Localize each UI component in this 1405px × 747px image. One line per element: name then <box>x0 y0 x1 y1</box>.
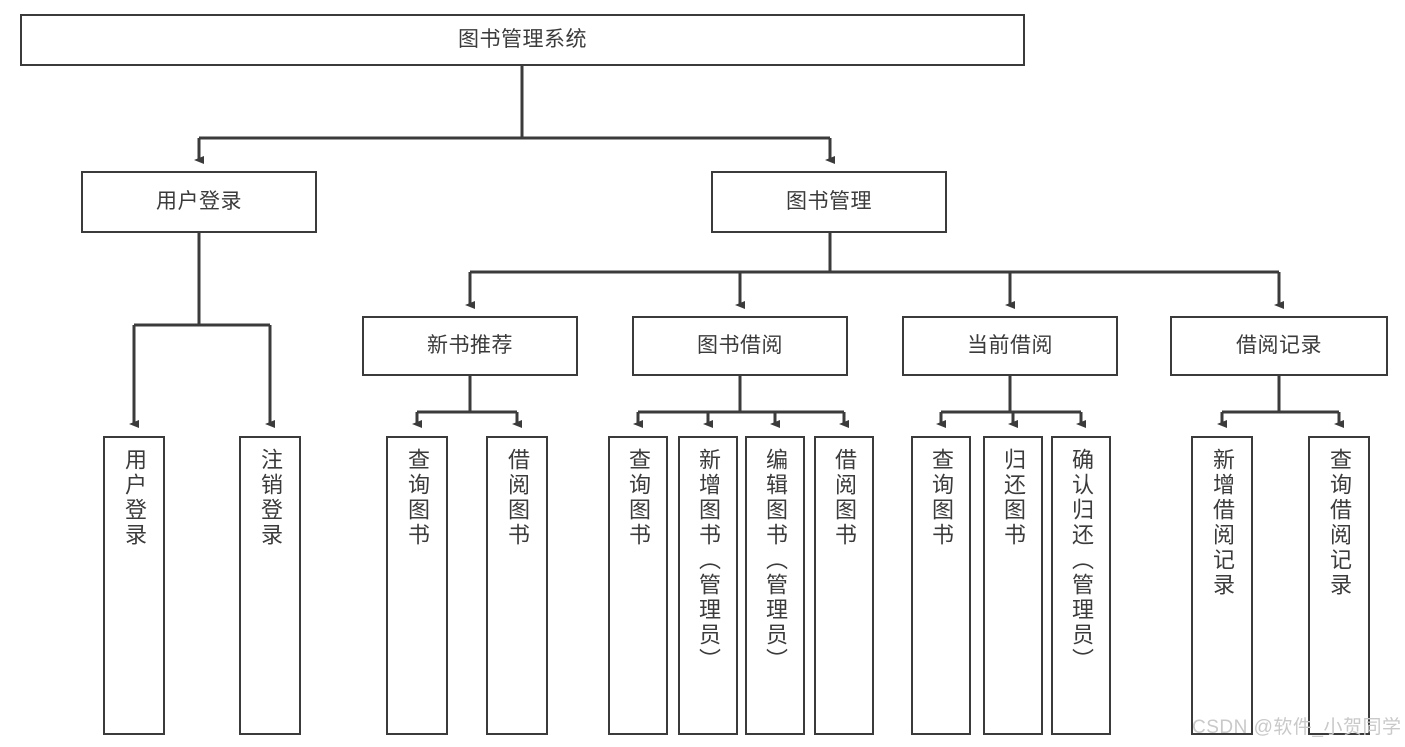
node-borrow-record[interactable]: 借阅记录 <box>1170 316 1388 376</box>
node-user-login-label: 用户登录 <box>156 189 242 213</box>
node-leaf-query-book-2-label: 查询图书 <box>626 448 651 548</box>
node-book-borrow[interactable]: 图书借阅 <box>632 316 848 376</box>
node-leaf-add-record-label: 新增借阅记录 <box>1210 448 1235 598</box>
node-current-borrow-label: 当前借阅 <box>967 333 1053 357</box>
node-user-login[interactable]: 用户登录 <box>81 171 317 233</box>
node-leaf-user-login-label: 用户登录 <box>122 448 147 548</box>
node-leaf-borrow-book-2[interactable]: 借阅图书 <box>814 436 874 735</box>
node-leaf-add-book-label: 新增图书（管理员） <box>696 448 721 673</box>
node-leaf-borrow-book-2-label: 借阅图书 <box>832 448 857 548</box>
node-leaf-confirm-return-label: 确认归还（管理员） <box>1069 448 1094 673</box>
node-leaf-logout[interactable]: 注销登录 <box>239 436 301 735</box>
node-book-manage-label: 图书管理 <box>786 189 872 213</box>
node-root-label: 图书管理系统 <box>458 27 587 51</box>
node-leaf-add-record[interactable]: 新增借阅记录 <box>1191 436 1253 735</box>
node-leaf-borrow-book-1[interactable]: 借阅图书 <box>486 436 548 735</box>
node-new-book-recommend-label: 新书推荐 <box>427 333 513 357</box>
node-book-borrow-label: 图书借阅 <box>697 333 783 357</box>
node-root[interactable]: 图书管理系统 <box>20 14 1025 66</box>
node-leaf-return-book[interactable]: 归还图书 <box>983 436 1043 735</box>
node-leaf-logout-label: 注销登录 <box>258 448 283 548</box>
node-leaf-query-book-1-label: 查询图书 <box>405 448 430 548</box>
node-leaf-query-record-label: 查询借阅记录 <box>1327 448 1352 598</box>
node-leaf-edit-book-label: 编辑图书（管理员） <box>763 448 788 673</box>
csdn-watermark: CSDN @软件_小贺同学 <box>1192 717 1402 738</box>
node-leaf-add-book[interactable]: 新增图书（管理员） <box>678 436 738 735</box>
node-leaf-query-record[interactable]: 查询借阅记录 <box>1308 436 1370 735</box>
node-new-book-recommend[interactable]: 新书推荐 <box>362 316 578 376</box>
node-leaf-query-book-1[interactable]: 查询图书 <box>386 436 448 735</box>
node-leaf-edit-book[interactable]: 编辑图书（管理员） <box>745 436 805 735</box>
node-leaf-confirm-return[interactable]: 确认归还（管理员） <box>1051 436 1111 735</box>
node-book-manage[interactable]: 图书管理 <box>711 171 947 233</box>
node-borrow-record-label: 借阅记录 <box>1236 333 1322 357</box>
node-leaf-query-book-3[interactable]: 查询图书 <box>911 436 971 735</box>
node-leaf-borrow-book-1-label: 借阅图书 <box>505 448 530 548</box>
node-leaf-query-book-3-label: 查询图书 <box>929 448 954 548</box>
node-leaf-return-book-label: 归还图书 <box>1001 448 1026 548</box>
node-leaf-user-login[interactable]: 用户登录 <box>103 436 165 735</box>
node-current-borrow[interactable]: 当前借阅 <box>902 316 1118 376</box>
node-leaf-query-book-2[interactable]: 查询图书 <box>608 436 668 735</box>
